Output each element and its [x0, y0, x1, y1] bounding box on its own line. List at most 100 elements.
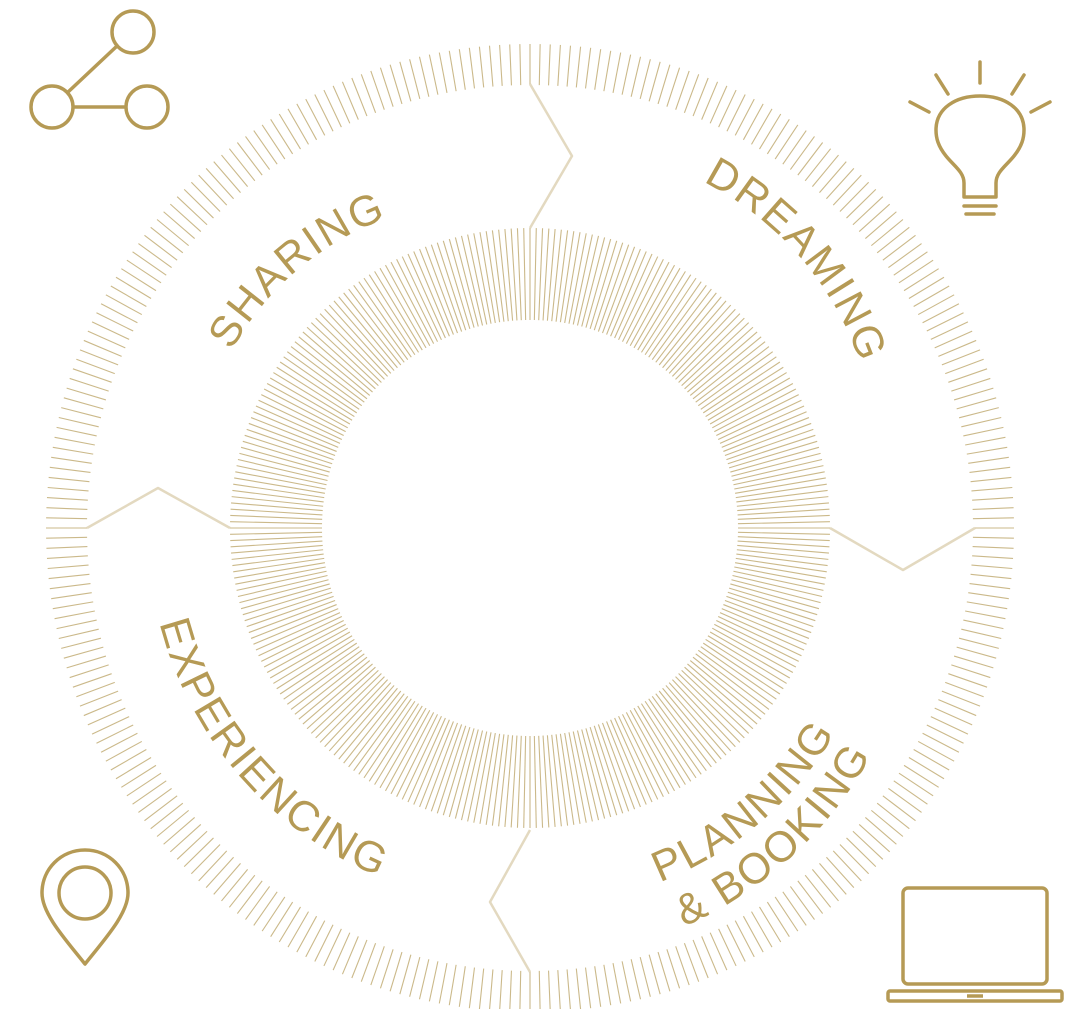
laptop-icon — [886, 886, 1064, 1003]
inner-tick — [302, 331, 373, 393]
outer-tick — [156, 809, 190, 837]
inner-tick — [610, 251, 647, 337]
outer-tick — [121, 764, 157, 788]
outer-tick — [938, 339, 977, 357]
outer-tick — [621, 54, 632, 95]
outer-tick — [66, 387, 107, 401]
outer-tick — [675, 946, 690, 986]
inner-tick — [263, 623, 346, 668]
inner-tick — [343, 690, 402, 764]
inner-tick — [726, 428, 814, 461]
outer-tick — [46, 555, 88, 559]
inner-tick — [236, 570, 327, 591]
inner-tick — [734, 566, 825, 585]
inner-tick — [258, 616, 343, 657]
inner-tick — [269, 631, 351, 679]
outer-tick — [360, 74, 377, 113]
outer-tick — [893, 780, 928, 805]
inner-tick — [239, 452, 329, 477]
inner-tick — [460, 730, 484, 821]
outer-tick — [846, 837, 877, 868]
inner-tick — [737, 502, 829, 512]
inner-tick — [668, 304, 732, 374]
outer-tick — [826, 167, 855, 200]
inner-tick — [338, 687, 398, 760]
inner-tick — [324, 308, 389, 377]
inner-tick — [283, 646, 360, 700]
outer-tick — [852, 830, 884, 860]
outer-tick — [913, 285, 950, 307]
outer-tick — [115, 276, 152, 299]
outer-tick — [418, 56, 430, 97]
inner-tick — [253, 411, 339, 448]
outer-tick — [314, 924, 334, 962]
outer-tick — [198, 174, 228, 206]
inner-tick — [726, 595, 814, 628]
inner-tick — [721, 608, 807, 645]
inner-tick — [379, 707, 427, 789]
inner-tick — [348, 288, 405, 363]
inner-tick — [737, 540, 830, 548]
outer-tick — [970, 476, 1012, 483]
inner-tick — [721, 411, 807, 448]
divider-right — [829, 526, 976, 572]
inner-tick — [625, 261, 670, 344]
inner-tick — [716, 619, 799, 662]
stage-label-dreaming: DREAMING — [698, 148, 896, 368]
inner-tick — [665, 300, 727, 371]
inner-tick — [662, 687, 722, 760]
inner-tick — [454, 237, 479, 327]
inner-tick — [601, 246, 636, 334]
outer-tick — [612, 52, 622, 93]
outer-tick — [448, 964, 457, 1006]
inner-tick — [705, 366, 784, 418]
inner-tick — [731, 452, 821, 477]
outer-tick — [804, 874, 832, 908]
inner-tick — [606, 248, 641, 335]
inner-tick — [732, 574, 823, 598]
inner-tick — [239, 579, 329, 604]
outer-tick — [913, 749, 950, 771]
inner-tick — [633, 267, 681, 349]
outer-tick — [766, 119, 790, 155]
outer-tick — [79, 690, 119, 707]
outer-tick — [968, 592, 1009, 600]
inner-tick — [719, 405, 805, 444]
inner-tick — [276, 366, 355, 418]
outer-tick — [926, 724, 964, 744]
outer-tick — [509, 970, 512, 1012]
outer-tick — [105, 740, 143, 762]
inner-tick — [712, 382, 794, 429]
inner-tick — [736, 553, 828, 567]
inner-tick — [737, 531, 830, 535]
outer-tick — [958, 637, 999, 649]
inner-tick — [343, 292, 402, 366]
outer-tick — [351, 77, 368, 117]
inner-tick — [705, 638, 784, 690]
inner-tick — [248, 599, 336, 634]
inner-tick — [231, 496, 324, 507]
outer-tick — [922, 732, 960, 753]
outer-tick — [76, 681, 115, 698]
inner-tick — [671, 308, 736, 377]
outer-tick — [63, 397, 104, 410]
outer-tick — [692, 939, 709, 979]
outer-tick — [692, 77, 709, 117]
inner-tick — [736, 496, 829, 507]
outer-tick — [759, 906, 782, 943]
inner-tick — [413, 719, 450, 805]
inner-tick — [692, 341, 766, 400]
outer-tick — [898, 259, 934, 284]
outer-tick — [370, 946, 385, 986]
inner-tick — [310, 669, 379, 734]
inner-tick — [606, 721, 641, 808]
outer-tick — [742, 103, 764, 141]
outer-tick — [428, 961, 439, 1002]
inner-tick — [648, 698, 702, 775]
inner-tick — [675, 313, 741, 380]
inner-tick — [269, 377, 351, 425]
inner-tick — [737, 508, 830, 516]
inner-tick — [384, 264, 431, 346]
outer-tick — [972, 517, 1014, 520]
outer-tick — [213, 161, 241, 194]
